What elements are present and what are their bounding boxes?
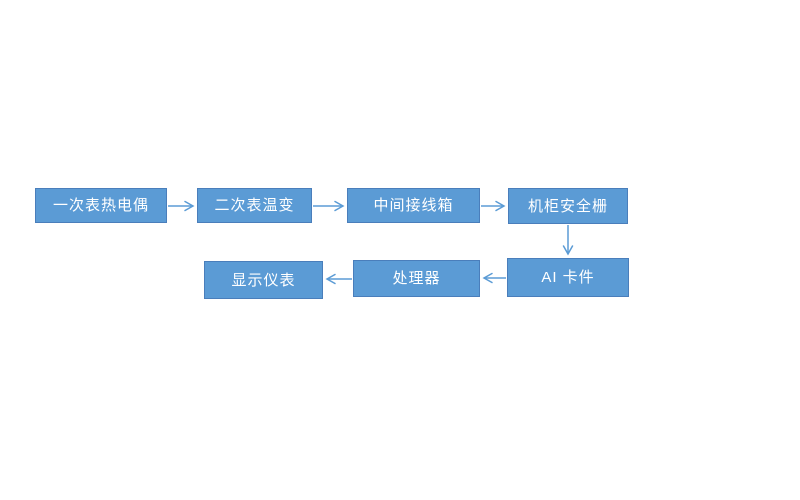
node-label: AI 卡件 — [541, 269, 595, 286]
node-label: 显示仪表 — [231, 271, 296, 289]
node-label: 一次表热电偶 — [52, 197, 149, 214]
node-label: 二次表温变 — [214, 197, 295, 214]
node-display-instrument: 显示仪表 — [204, 261, 323, 299]
node-label: 处理器 — [392, 270, 441, 287]
node-secondary-temp-transmitter: 二次表温变 — [197, 188, 312, 223]
node-primary-thermocouple: 一次表热电偶 — [35, 188, 167, 223]
node-intermediate-junction-box: 中间接线箱 — [347, 188, 480, 223]
node-label: 机柜安全栅 — [527, 197, 608, 215]
node-label: 中间接线箱 — [373, 197, 454, 214]
node-processor: 处理器 — [353, 260, 480, 297]
node-ai-card: AI 卡件 — [507, 258, 629, 297]
node-cabinet-safety-barrier: 机柜安全栅 — [508, 188, 628, 224]
